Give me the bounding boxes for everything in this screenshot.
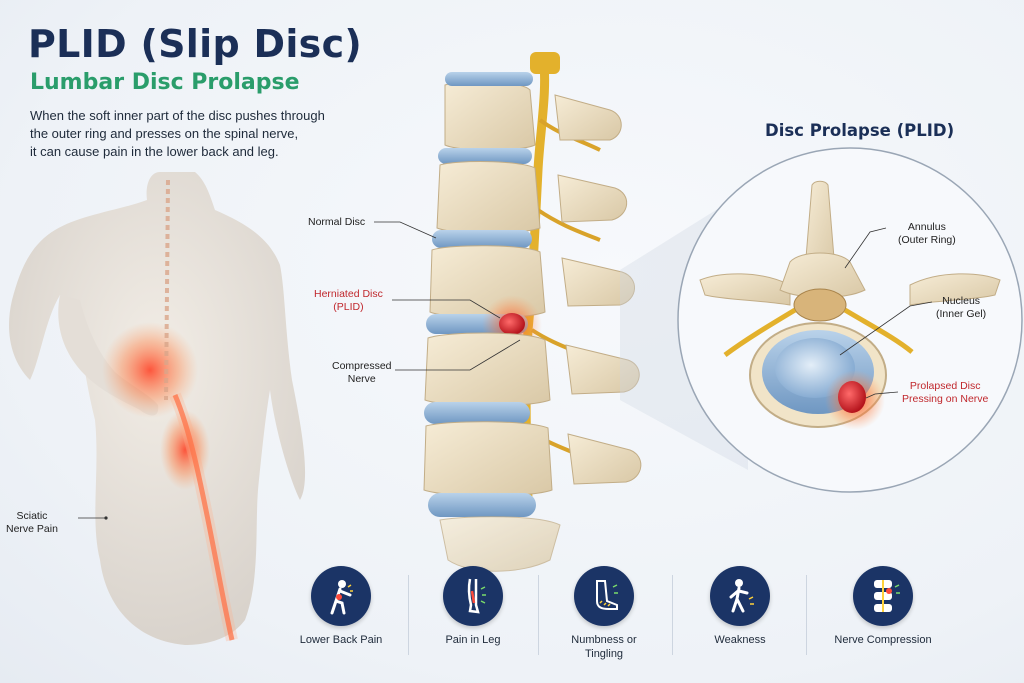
- spine-column: [374, 52, 642, 572]
- transverse-process-right: [909, 273, 1001, 306]
- leg-pain-icon: [443, 566, 503, 626]
- vertebra: [436, 161, 541, 234]
- description-line: it can cause pain in the lower back and …: [30, 144, 279, 159]
- divider: [408, 575, 409, 655]
- intervertebral-disc: [428, 493, 536, 517]
- normal-disc: [432, 230, 532, 248]
- symptom-numbness: Numbness or Tingling: [534, 566, 674, 661]
- transverse-process-left: [699, 273, 791, 306]
- cross-section-title: Disc Prolapse (PLID): [765, 121, 955, 140]
- spine-on-back: [164, 179, 170, 401]
- intervertebral-disc: [445, 72, 533, 86]
- vertebra: [423, 421, 553, 497]
- vertebra: [444, 81, 536, 151]
- symptom-label: Lower Back Pain: [299, 634, 383, 646]
- nerve-compression-icon: [853, 566, 913, 626]
- page-title: PLID (Slip Disc): [28, 22, 363, 66]
- label-nucleus: Nucleus (Inner Gel): [936, 295, 987, 320]
- label-annulus: Annulus (Outer Ring): [898, 221, 956, 246]
- divider: [806, 575, 807, 655]
- weakness-icon: [710, 566, 770, 626]
- cross-section-panel: [620, 147, 1023, 493]
- herniation-bulge: [499, 313, 525, 335]
- spinal-cord: [793, 288, 847, 322]
- symptom-label: Nerve Compression: [834, 634, 932, 646]
- label-herniated-disc: Herniated Disc (PLID): [314, 288, 383, 313]
- numbness-foot-icon: [574, 566, 634, 626]
- raised-arm: [58, 295, 159, 416]
- label-sciatic-nerve-pain: Sciatic Nerve Pain: [6, 510, 58, 535]
- prolapsed-disc: [838, 381, 866, 413]
- symptom-label: Numbness or Tingling: [571, 634, 637, 660]
- page-subtitle: Lumbar Disc Prolapse: [30, 70, 300, 95]
- symptom-pain-in-leg: Pain in Leg: [403, 566, 543, 647]
- sacrum: [439, 516, 561, 572]
- description-line: When the soft inner part of the disc pus…: [30, 108, 325, 123]
- description-line: the outer ring and presses on the spinal…: [30, 126, 299, 141]
- vertebra: [424, 332, 551, 407]
- divider: [538, 575, 539, 655]
- human-back-figure: [9, 172, 306, 645]
- symptom-nerve-compression: Nerve Compression: [813, 566, 953, 647]
- divider: [672, 575, 673, 655]
- label-normal-disc: Normal Disc: [308, 216, 366, 228]
- symptom-label: Pain in Leg: [445, 634, 501, 646]
- lower-back-pain-glow: [102, 322, 198, 418]
- intervertebral-disc: [438, 148, 532, 164]
- label-prolapsed-disc: Prolapsed Disc Pressing on Nerve: [902, 380, 989, 405]
- description: When the soft inner part of the disc pus…: [30, 107, 390, 161]
- symptom-lower-back-pain: Lower Back Pain: [271, 566, 411, 647]
- label-compressed-nerve: Compressed Nerve: [332, 360, 392, 385]
- intervertebral-disc: [424, 402, 530, 424]
- sciatic-nerve-line: [172, 394, 235, 641]
- lower-back-pain-icon: [311, 566, 371, 626]
- symptom-weakness: Weakness: [670, 566, 810, 647]
- symptom-label: Weakness: [714, 634, 766, 646]
